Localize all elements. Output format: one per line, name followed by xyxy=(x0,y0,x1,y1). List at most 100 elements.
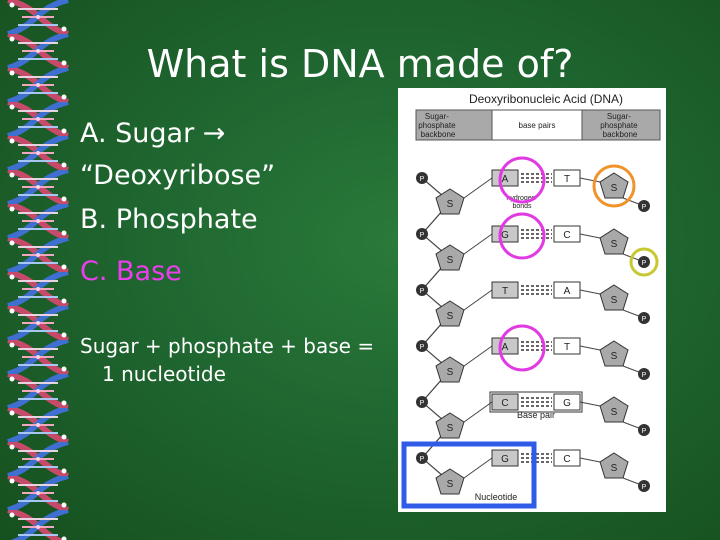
right-base-letter: A xyxy=(564,286,571,297)
left-base-letter: A xyxy=(502,174,509,185)
sugar-label: S xyxy=(447,423,454,434)
phosphate-label: P xyxy=(642,484,647,491)
left-phosphate xyxy=(416,340,428,352)
sugar-base-bond xyxy=(463,345,493,367)
header-right-box xyxy=(581,109,661,141)
right-base-letter: C xyxy=(563,230,570,241)
highlight-circle-pair-4 xyxy=(498,324,546,372)
annotation-circles xyxy=(401,156,659,509)
item-base: C. Base xyxy=(80,256,182,287)
header-mid-label: base pairs xyxy=(519,121,556,130)
phosphate-label: P xyxy=(642,372,647,379)
phosphate-label: P xyxy=(420,456,425,463)
phosphate-label: P xyxy=(420,232,425,239)
header-right-label: Sugar- phosphate backbone xyxy=(600,112,640,139)
right-phosphate xyxy=(638,424,650,436)
equation-line-1: Sugar + phosphate + base = xyxy=(80,334,375,358)
phosphate-label: P xyxy=(420,344,425,351)
highlight-circle-sugar xyxy=(592,164,636,208)
left-phosphate xyxy=(416,228,428,240)
nucleotide-equation: Sugar + phosphate + base = 1 nucleotide xyxy=(80,332,374,388)
header-left-box xyxy=(415,109,493,141)
right-sugar xyxy=(599,172,629,199)
base-sugar-bond xyxy=(579,401,601,407)
phosphate-label: P xyxy=(420,288,425,295)
phosphate-label: P xyxy=(642,428,647,435)
left-base-box xyxy=(491,393,519,411)
left-phosphate xyxy=(416,172,428,184)
left-base-box xyxy=(491,225,519,243)
sugar-label: S xyxy=(611,183,618,194)
left-base-letter: G xyxy=(501,230,509,241)
equation-line-2: 1 nucleotide xyxy=(102,362,226,386)
header-left-label: Sugar- phosphate backbone xyxy=(418,112,458,139)
phosphate-label: P xyxy=(420,176,425,183)
slide-title: What is DNA made of? xyxy=(146,42,574,86)
phosphate-label: P xyxy=(642,316,647,323)
right-base-letter: G xyxy=(563,398,571,409)
sugar-label: S xyxy=(447,255,454,266)
left-base-letter: T xyxy=(502,286,508,297)
highlight-circle-pair-1 xyxy=(498,156,546,204)
right-base-letter: T xyxy=(564,174,570,185)
left-sugar xyxy=(435,412,465,439)
base-sugar-bond xyxy=(579,289,601,295)
left-base-box xyxy=(491,169,519,187)
base-sugar-bond xyxy=(579,457,601,463)
sugar-label: S xyxy=(447,199,454,210)
arrow-right-icon: → xyxy=(202,118,226,149)
right-phosphate xyxy=(638,200,650,212)
sugar-base-bond xyxy=(463,233,493,255)
sugar-label: S xyxy=(447,479,454,490)
left-base-letter: A xyxy=(502,342,509,353)
sugar-label: S xyxy=(611,463,618,474)
hydrogen-bonds-label: hydrogen bonds xyxy=(506,195,537,210)
left-base-box xyxy=(491,337,519,355)
sugar-label: S xyxy=(611,351,618,362)
right-sugar xyxy=(599,452,629,479)
left-phosphate xyxy=(416,284,428,296)
right-sugar xyxy=(599,396,629,423)
right-phosphate xyxy=(638,368,650,380)
left-sugar xyxy=(435,188,465,215)
left-sugar xyxy=(435,300,465,327)
dna-diagram: Deoxyribonucleic Acid (DNA) Sugar- phosp… xyxy=(398,88,666,512)
sugar-base-bond xyxy=(463,401,493,423)
sugar-label: S xyxy=(447,367,454,378)
phosphate-label: P xyxy=(642,260,647,267)
left-sugar xyxy=(435,244,465,271)
sugar-label: S xyxy=(611,407,618,418)
right-phosphate xyxy=(638,480,650,492)
phosphate-label: P xyxy=(420,400,425,407)
left-base-letter: G xyxy=(501,454,509,465)
right-base-letter: C xyxy=(563,454,570,465)
base-sugar-bond xyxy=(579,233,601,239)
base-pair-bracket xyxy=(489,391,583,413)
item-phosphate: B. Phosphate xyxy=(80,204,258,235)
nucleotide-label: Nucleotide xyxy=(475,492,518,502)
phosphate-label: P xyxy=(642,204,647,211)
left-phosphate xyxy=(416,452,428,464)
header-mid-box xyxy=(491,109,583,141)
sugar-base-bond xyxy=(463,177,493,199)
right-sugar xyxy=(599,228,629,255)
dna-helix-decoration xyxy=(0,0,76,540)
base-pair-label: Base pair xyxy=(517,410,555,420)
item-sugar: A. Sugar → xyxy=(80,118,225,149)
right-sugar xyxy=(599,340,629,367)
left-base-box xyxy=(491,281,519,299)
highlight-circle-pair-2 xyxy=(498,212,546,260)
sugar-label: S xyxy=(447,311,454,322)
base-sugar-bond xyxy=(579,177,601,183)
diagram-title: Deoxyribonucleic Acid (DNA) xyxy=(469,92,623,106)
highlight-circle-phosphate xyxy=(629,247,659,277)
left-sugar xyxy=(435,356,465,383)
nucleotide-highlight-box xyxy=(401,441,537,509)
left-phosphate xyxy=(416,396,428,408)
sugar-base-bond xyxy=(463,457,493,479)
left-base-letter: C xyxy=(501,398,508,409)
item-sugar-label: A. Sugar xyxy=(80,118,195,149)
item-sugar-deoxyribose: “Deoxyribose” xyxy=(80,160,276,191)
